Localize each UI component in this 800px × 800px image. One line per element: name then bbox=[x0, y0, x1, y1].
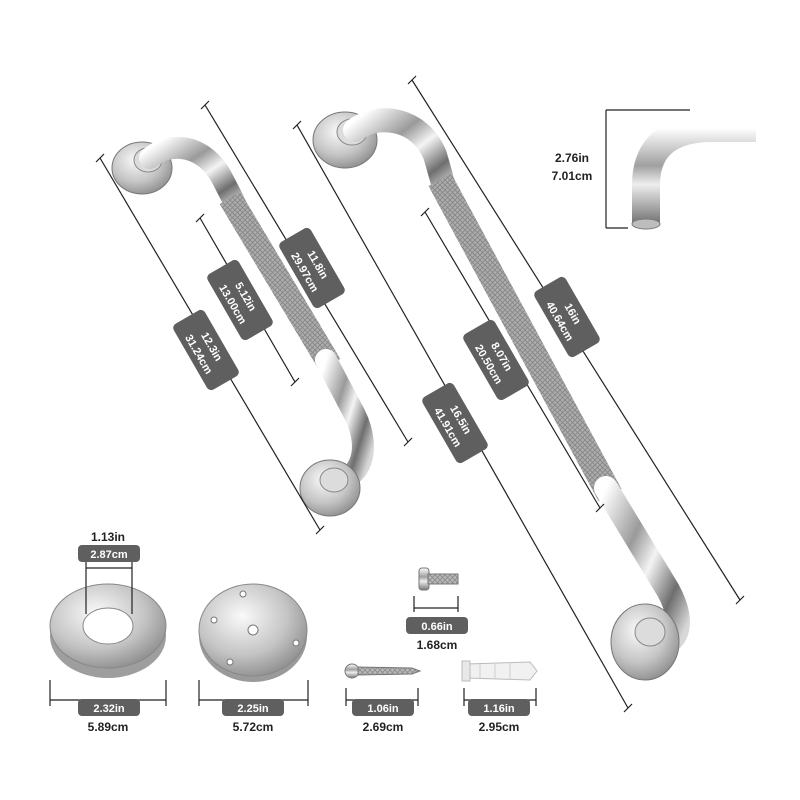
wall-anchor-in-pill: 1.16in bbox=[468, 699, 530, 716]
flange-hole-cm-pill: 2.87cm bbox=[78, 545, 140, 562]
machine-screw-in-pill: 0.66in bbox=[406, 617, 468, 634]
long-grab-bar bbox=[312, 108, 690, 681]
elbow-height-label: 2.76in 7.01cm bbox=[546, 146, 604, 184]
wood-screw-in-pill: 1.06in bbox=[352, 699, 414, 716]
elbow-height-in: 2.76in bbox=[555, 151, 589, 165]
mount-plate-width-cm: 5.72cm bbox=[233, 720, 274, 734]
wall-anchor-length-cm: 2.95cm bbox=[479, 720, 520, 734]
short-grab-bar bbox=[111, 136, 374, 517]
machine-screw-dimension bbox=[413, 596, 459, 612]
wall-anchor bbox=[461, 660, 538, 682]
machine-screw-length-in: 0.66in bbox=[421, 621, 452, 633]
wood-screw-length-in: 1.06in bbox=[367, 703, 398, 715]
mount-plate-width-in-pill: 2.25in bbox=[222, 699, 284, 716]
long-bar-grip-label: 8.07in 20.50cm bbox=[463, 319, 529, 401]
flange-width-in: 2.32in bbox=[93, 703, 124, 715]
flange-width-in-pill: 2.32in bbox=[78, 699, 140, 716]
flange-hole-dimension bbox=[85, 562, 133, 614]
wood-screw-length-cm: 2.69cm bbox=[363, 720, 404, 734]
elbow-detail bbox=[605, 109, 756, 230]
mount-plate bbox=[198, 583, 308, 682]
machine-screw-length-cm: 1.68cm bbox=[417, 638, 458, 652]
long-bar-knurled-grip bbox=[428, 173, 622, 502]
wood-screw bbox=[344, 663, 422, 679]
mount-plate-width-in: 2.25in bbox=[237, 703, 268, 715]
flange-width-cm: 5.89cm bbox=[88, 720, 129, 734]
flange-hole-cm: 2.87cm bbox=[90, 549, 128, 561]
short-bar-center-label: 11.8in 29.97cm bbox=[279, 227, 345, 309]
wall-anchor-length-in: 1.16in bbox=[483, 703, 514, 715]
long-bar-overall-label: 16.5in 41.91cm bbox=[422, 382, 488, 464]
flange-cover bbox=[49, 583, 167, 678]
flange-hole-in: 1.13in bbox=[91, 530, 125, 544]
short-bar-knurled-grip bbox=[219, 191, 341, 372]
machine-screw bbox=[418, 567, 459, 591]
short-bar-overall-label: 12.3in 31.24cm bbox=[173, 309, 239, 391]
elbow-height-cm: 7.01cm bbox=[552, 169, 593, 183]
